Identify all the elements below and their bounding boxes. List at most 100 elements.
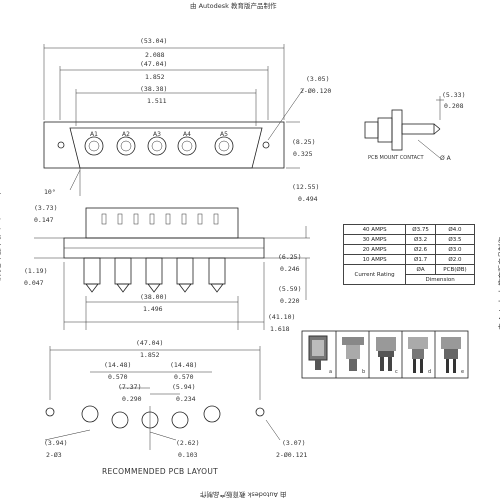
dim-d1-mm: (53.04) [140,37,168,45]
pcb-hole-r-in: 2-Ø0.121 [276,451,308,459]
pcb-l2-in: 0.570 [174,373,194,381]
a-cell: Ø3.75 [405,224,436,235]
dim-d-mm: (41.10) [268,313,296,321]
dim-b-mm: (1.19) [24,267,48,275]
watermark-top: 由 Autodesk 教育版产品制作 [190,2,277,10]
pcb-hole-mount-left [45,407,55,417]
top-view [43,44,305,196]
dim-b-in: 0.047 [24,279,44,287]
dim-pin-mm: (5.33) [442,91,466,99]
dimension-label: Dimension [405,274,475,285]
rating-table: 40 AMPS Ø3.75 Ø4.0 30 AMPS Ø3.2 Ø3.5 20 … [342,224,476,285]
pcb-hole-4 [171,411,189,429]
photo-panel [301,330,469,379]
photo-label-d: d [428,369,432,375]
a-cell: Ø2.6 [405,244,436,255]
table-row: Dimension [344,274,475,285]
dim-a-in: 0.147 [34,216,54,224]
dim-hole-mm: (3.05) [306,75,330,83]
dim-angle: 10° [44,188,56,196]
pcb-l2-mm: (14.48) [170,361,198,369]
pcb-hole-1 [81,405,99,423]
pcb-l4-mm: (5.94) [172,383,196,391]
side-view [364,96,444,159]
dim-side-mm: (12.55) [292,183,320,191]
pcb-hole-c-mm: (2.62) [176,439,200,447]
dim-hole-in: 2-Ø0.120 [300,87,332,95]
dim-a-mm: (3.73) [34,204,58,212]
side-note: PCB MOUNT CONTACT [368,155,424,161]
pcb-hole-l-mm: (3.94) [44,439,68,447]
col-b-header: PCB(ØB) [434,264,476,275]
table-row: 40 AMPS Ø3.75 Ø4.0 [342,224,476,235]
dim-h-in: 0.325 [293,150,313,158]
table-row: 30 AMPS Ø3.2 Ø3.5 [342,234,476,245]
dim-e-in: 0.246 [280,265,300,273]
pcb-layout [44,346,281,450]
dim-d-in: 1.618 [270,325,290,333]
pcb-l3-mm: (7.37) [118,383,142,391]
contact-label-a5: A5 [220,131,228,138]
photo-label-a: a [329,369,333,375]
dim-c-mm: (38.00) [140,293,168,301]
dim-side-in: 0.494 [298,195,318,203]
dim-pin-in: 0.208 [444,102,464,110]
contact-a5 [214,136,234,156]
photo-label-e: e [461,369,465,375]
photo-label-b: b [362,369,366,375]
mount-hole-right [262,141,270,149]
mount-hole-left [57,141,65,149]
pcb-l1-mm: (14.48) [104,361,132,369]
dim-d3-mm: (38.38) [140,85,168,93]
dim-h-mm: (8.25) [292,138,316,146]
pcb-title: RECOMMENDED PCB LAYOUT [102,467,218,476]
contact-label-a2: A2 [122,131,130,138]
rating-cell: 20 AMPS [342,244,407,255]
connector-body [85,207,239,239]
dim-d1-in: 2.088 [145,51,165,59]
a-cell: Ø3.2 [405,234,436,245]
b-cell: Ø3.5 [434,234,476,245]
b-cell: Ø3.0 [434,244,476,255]
pcb-l3-in: 0.290 [122,395,142,403]
pcb-hole-r-mm: (3.07) [282,439,306,447]
pcb-l1-in: 0.570 [108,373,128,381]
table-row: 10 AMPS Ø1.7 Ø2.0 [342,254,476,265]
pcb-hole-c-in: 0.103 [178,451,198,459]
side-dia: Ø A [440,155,451,162]
pcb-l4-in: 0.234 [176,395,196,403]
d-shell [69,127,263,169]
dim-d3-in: 1.511 [147,97,167,105]
contact-label-a4: A4 [183,131,191,138]
rating-cell: 40 AMPS [342,224,407,235]
pcb-w-mm: (47.04) [136,339,164,347]
front-view [34,207,310,330]
pcb-hole-mount-right [255,407,265,417]
contact-label-a3: A3 [153,131,161,138]
col-a-header: ØA [405,264,436,275]
contact-label-a1: A1 [90,131,98,138]
dim-e-mm: (6.25) [278,253,302,261]
dim-d2-mm: (47.04) [140,60,168,68]
pcb-hole-5 [203,405,221,423]
b-cell: Ø4.0 [434,224,476,235]
contact-a2 [116,136,136,156]
pcb-w-in: 1.852 [140,351,160,359]
table-row: 20 AMPS Ø2.6 Ø3.0 [342,244,476,255]
dim-d2-in: 1.852 [145,73,165,81]
a-cell: Ø1.7 [405,254,436,265]
dim-f-mm: (5.59) [278,285,302,293]
pcb-hole-2 [111,411,129,429]
dim-f-in: 0.220 [280,297,300,305]
contact-a4 [177,136,197,156]
rating-cell: 30 AMPS [342,234,407,245]
table-row: Current Rating ØA PCB(ØB) [342,264,476,285]
rating-cell: 10 AMPS [342,254,407,265]
contact-a3 [147,136,167,156]
dim-c-in: 1.496 [143,305,163,313]
flange-outline [43,121,285,169]
pcb-hole-l-in: 2-Ø3 [46,451,62,459]
b-cell: Ø2.0 [434,254,476,265]
footer-label: Current Rating [342,264,407,285]
